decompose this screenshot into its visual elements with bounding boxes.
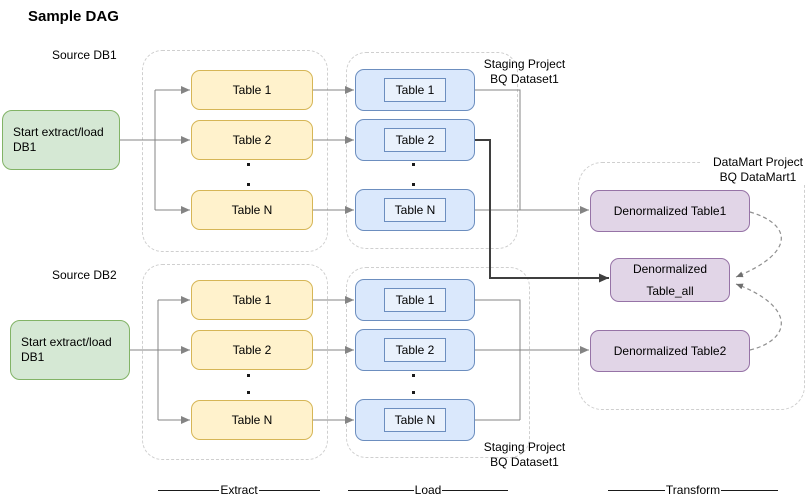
ellipsis-dots [412,183,415,186]
extract-table-n-db2: Table N [191,400,313,440]
start-node-db2: Start extract/load DB1 [10,320,130,380]
ellipsis-dots [247,163,250,166]
ellipsis-dots [247,391,250,394]
stage-label-load: Load [348,483,509,498]
start-node-db1-line2: DB1 [13,140,37,154]
load-table-n-db1: Table N [355,189,475,231]
start-node-db1: Start extract/load DB1 [2,110,120,170]
extract-table-1-db2: Table 1 [191,280,313,320]
load-table-n-db2-inner: Table N [384,408,446,432]
ellipsis-dots [412,391,415,394]
datamart-label: DataMart Project BQ DataMart1 [700,155,811,185]
start-node-db2-line2: DB1 [21,350,45,364]
load-table-2-db2-inner: Table 2 [384,338,446,362]
start-node-db1-line1: Start extract/load [13,125,104,139]
staging-label-db2: Staging Project BQ Dataset1 [483,440,566,469]
rule-line [442,490,509,491]
denormalized-table1-node: Denormalized Table1 [590,190,750,232]
ellipsis-dots [247,183,250,186]
rule-line [258,490,320,491]
load-table-2-db2: Table 2 [355,329,475,371]
denormalized-table-all-node: Denormalized Table_all [610,258,730,302]
ellipsis-dots [412,163,415,166]
staging-label-db1: Staging Project BQ Dataset1 [483,57,566,86]
datamart-group [578,162,805,410]
load-table-1-db2-inner: Table 1 [384,288,446,312]
load-group-db2 [346,267,530,458]
extract-table-1-db1: Table 1 [191,70,313,110]
load-table-2-db1: Table 2 [355,119,475,161]
rule-line [348,490,414,491]
load-table-n-db2: Table N [355,399,475,441]
load-table-2-db1-inner: Table 2 [384,128,446,152]
rule-line [158,490,220,491]
load-table-1-db1-inner: Table 1 [384,78,446,102]
denormalized-table2-node: Denormalized Table2 [590,330,750,372]
source-db2-label: Source DB2 [52,268,117,282]
rule-line [608,490,665,491]
source-db1-label: Source DB1 [52,48,117,62]
ellipsis-dots [412,374,415,377]
start-node-db2-line1: Start extract/load [21,335,112,349]
rule-line [721,490,779,491]
page-title: Sample DAG [28,8,119,25]
stage-label-extract: Extract [158,483,320,498]
load-table-1-db2: Table 1 [355,279,475,321]
load-table-1-db1: Table 1 [355,69,475,111]
ellipsis-dots [247,374,250,377]
extract-table-2-db1: Table 2 [191,120,313,160]
load-table-n-db1-inner: Table N [384,198,446,222]
extract-table-2-db2: Table 2 [191,330,313,370]
extract-table-n-db1: Table N [191,190,313,230]
stage-label-transform: Transform [608,483,779,498]
